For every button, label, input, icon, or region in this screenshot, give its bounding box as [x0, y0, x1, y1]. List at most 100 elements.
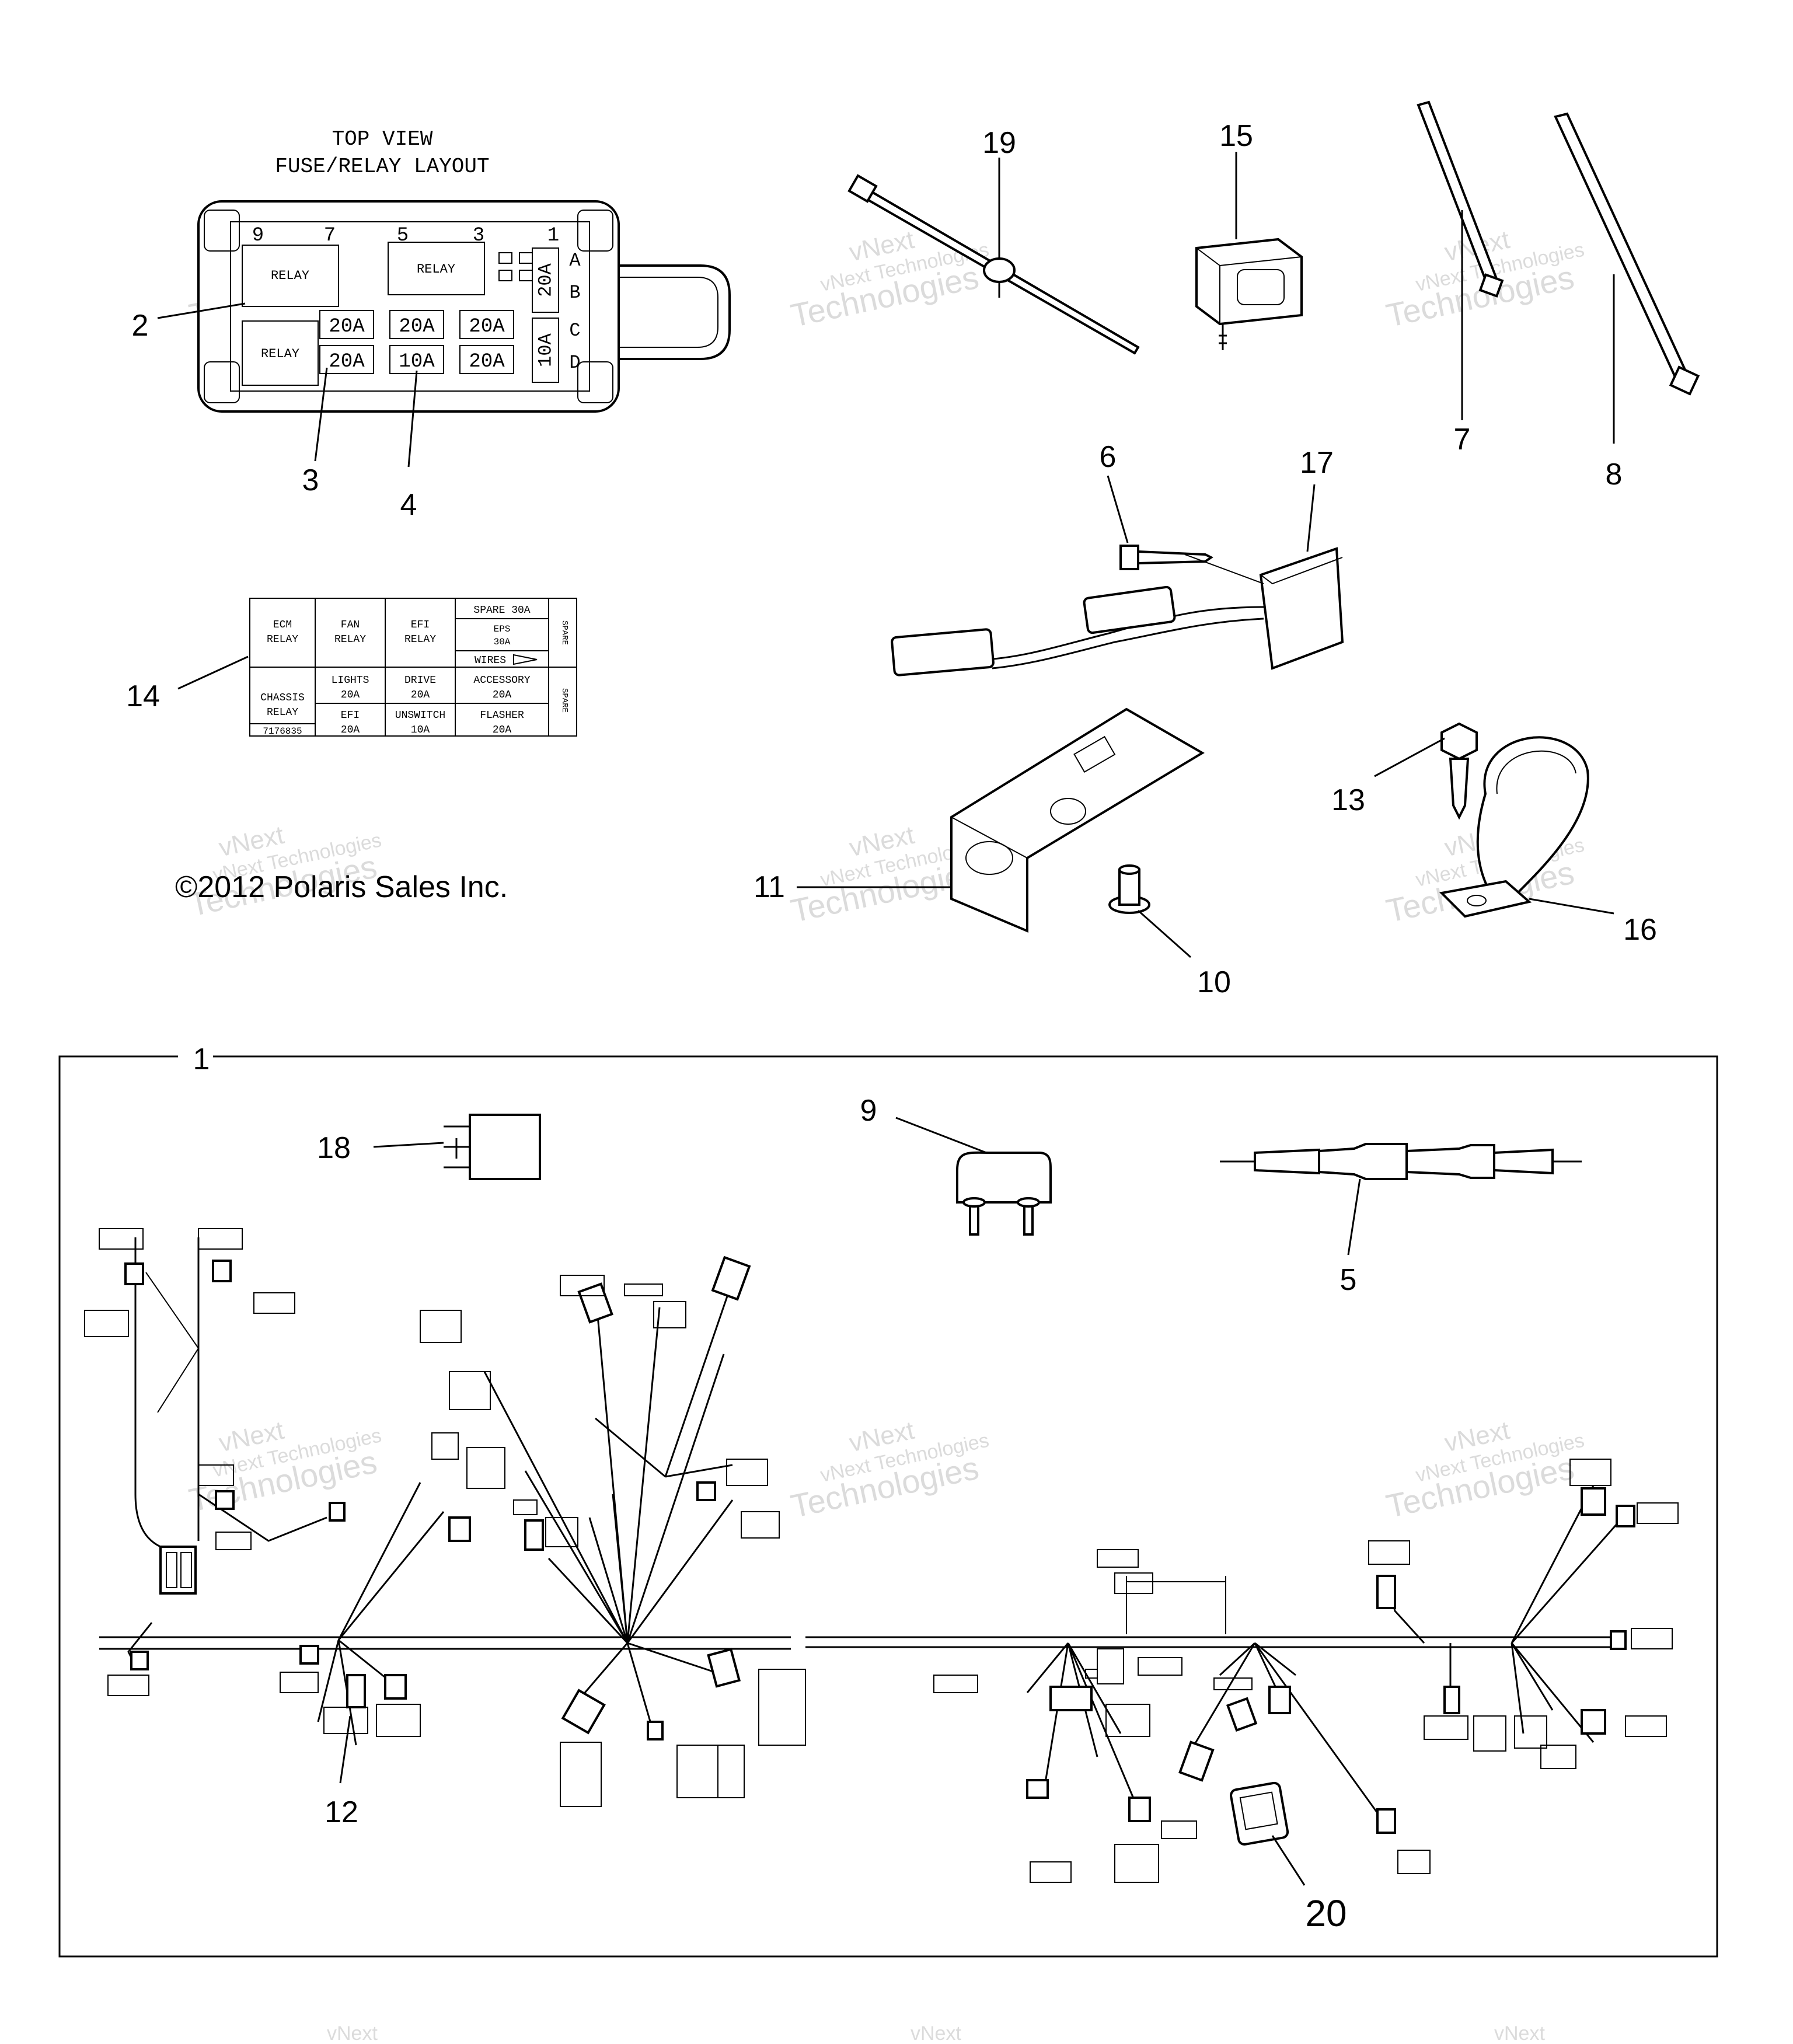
bolt-shank — [1449, 758, 1470, 820]
info-table — [1397, 1850, 1431, 1874]
bracket-body — [950, 707, 1205, 933]
info-table — [741, 1511, 780, 1539]
callout-14: 14 — [126, 679, 160, 713]
info-table — [1540, 1745, 1576, 1769]
leader-line — [1271, 1835, 1306, 1886]
info-table — [1424, 1715, 1468, 1740]
side-fuse-rating: 20A — [535, 263, 556, 297]
connector — [1616, 1505, 1635, 1527]
relay-block-cavity — [166, 1552, 177, 1588]
part-18-relay: 18 — [317, 1114, 541, 1180]
connector — [1226, 1697, 1258, 1732]
info-table — [198, 1228, 243, 1250]
connector — [524, 1519, 544, 1551]
harness-module — [1230, 1781, 1289, 1846]
harness-branch — [483, 1371, 629, 1644]
breaker-nut — [962, 1197, 986, 1208]
info-table — [1114, 1572, 1153, 1594]
fuse-holder-cap — [1405, 1144, 1495, 1179]
info-table — [933, 1675, 978, 1693]
leader-line — [1184, 554, 1264, 584]
bracket-hole — [965, 841, 1013, 875]
cavity-number: 1 — [547, 225, 559, 247]
info-table — [99, 1228, 144, 1250]
info-table — [513, 1499, 538, 1515]
bracket-slot — [1073, 735, 1116, 773]
info-table — [758, 1669, 806, 1746]
leader-line — [407, 370, 418, 468]
rivet-body — [1118, 868, 1140, 906]
info-table — [215, 1532, 252, 1550]
info-table — [466, 1447, 505, 1489]
callout-12: 12 — [325, 1795, 358, 1829]
label-efi: EFI — [411, 619, 430, 631]
arrow-icon — [513, 654, 538, 665]
part-17-sub-harness: 17 — [891, 446, 1344, 676]
connector — [707, 1648, 741, 1688]
connector — [1268, 1686, 1291, 1714]
breaker-body — [956, 1151, 1052, 1204]
info-table — [1097, 1549, 1139, 1568]
harness-branch — [145, 1272, 200, 1413]
connector — [329, 1502, 346, 1522]
clip-body — [1195, 238, 1303, 326]
connector — [1581, 1487, 1606, 1516]
info-table — [560, 1742, 602, 1807]
info-table — [717, 1745, 745, 1798]
part-8-cable-tie: 8 — [1554, 112, 1700, 491]
clip-edge — [1196, 247, 1302, 324]
info-table — [376, 1704, 421, 1737]
info-table — [1569, 1459, 1611, 1486]
callout-5: 5 — [1340, 1263, 1357, 1297]
module-edge — [1260, 557, 1343, 585]
fuse-rating: 10A — [399, 351, 435, 373]
harness-wire — [986, 606, 1264, 661]
info-table — [1631, 1628, 1673, 1649]
label-spare-side: SPARE — [560, 688, 569, 713]
connector — [696, 1481, 716, 1501]
fuse-box-handle-inner — [613, 277, 718, 348]
callout-18: 18 — [317, 1131, 351, 1165]
callout-19: 19 — [982, 126, 1016, 160]
leader-line — [373, 1142, 444, 1148]
relay-label: RELAY — [261, 347, 299, 361]
info-table — [84, 1310, 129, 1337]
label-amp: 20A — [493, 724, 512, 736]
callout-10: 10 — [1197, 965, 1231, 999]
row-letter: B — [569, 282, 580, 304]
label-chassis: CHASSIS — [260, 692, 305, 704]
fuse-rating: 20A — [469, 316, 505, 338]
info-table — [431, 1432, 459, 1460]
connector — [1049, 1686, 1093, 1711]
fuse-relay-box: TOP VIEW FUSE/RELAY LAYOUT 9 7 5 3 1 A B… — [132, 127, 731, 522]
info-table — [420, 1310, 462, 1343]
connector — [711, 1255, 751, 1301]
info-table — [560, 1275, 605, 1296]
faint-watermark-marks: vNext vNext vNext — [327, 2022, 1545, 2044]
info-table — [1030, 1861, 1072, 1883]
relay-label: RELAY — [271, 268, 309, 283]
harness-branch — [574, 1289, 734, 1734]
corner-tab — [204, 210, 240, 252]
info-table — [280, 1672, 319, 1693]
label-amp: 20A — [411, 689, 430, 701]
label-relay: RELAY — [404, 634, 436, 646]
label-amp: 20A — [341, 724, 360, 736]
part-15-connector-clip: 15 — [1195, 119, 1303, 350]
label-fan: FAN — [341, 619, 360, 631]
mount-clip — [983, 257, 1016, 283]
connector — [1610, 1630, 1627, 1650]
fuse-box-title-line2: FUSE/RELAY LAYOUT — [275, 155, 489, 179]
leader-line — [1374, 737, 1445, 777]
info-table — [1368, 1540, 1410, 1565]
part-9-circuit-breaker: 9 — [860, 1094, 1052, 1236]
corner-tab — [577, 361, 613, 403]
connector — [1376, 1575, 1396, 1609]
side-fuse-slot — [532, 247, 559, 313]
part-5-inline-fuse-holder: 5 — [1220, 1143, 1582, 1297]
connector — [346, 1674, 366, 1708]
breaker-nut — [1017, 1197, 1040, 1208]
label-flasher: FLASHER — [480, 710, 524, 721]
fuse-rating: 20A — [329, 351, 365, 373]
